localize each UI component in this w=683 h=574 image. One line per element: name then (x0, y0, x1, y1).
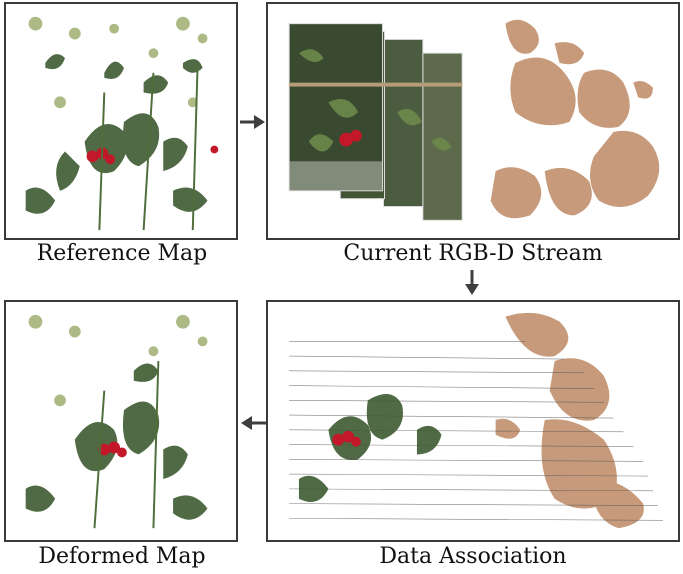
data-association-panel (266, 300, 680, 542)
deformed-map-image (25, 314, 208, 529)
point-cloud-current (490, 19, 660, 219)
reference-map-panel (4, 2, 238, 240)
caption-deformed-map: Deformed Map (38, 544, 206, 569)
current-stream-image (288, 19, 660, 221)
rgb-frame-stack (288, 23, 463, 221)
caption-current-stream: Current RGB-D Stream (343, 241, 603, 266)
caption-reference-map: Reference Map (36, 241, 208, 266)
data-association-image (289, 312, 663, 529)
deformed-map-panel (4, 300, 238, 542)
caption-data-association: Data Association (379, 544, 567, 569)
arrow-right-icon (240, 115, 265, 129)
current-stream-panel (266, 2, 680, 240)
arrow-down-icon (465, 270, 479, 295)
arrow-left-icon (241, 416, 266, 430)
reference-map-image (25, 16, 219, 231)
